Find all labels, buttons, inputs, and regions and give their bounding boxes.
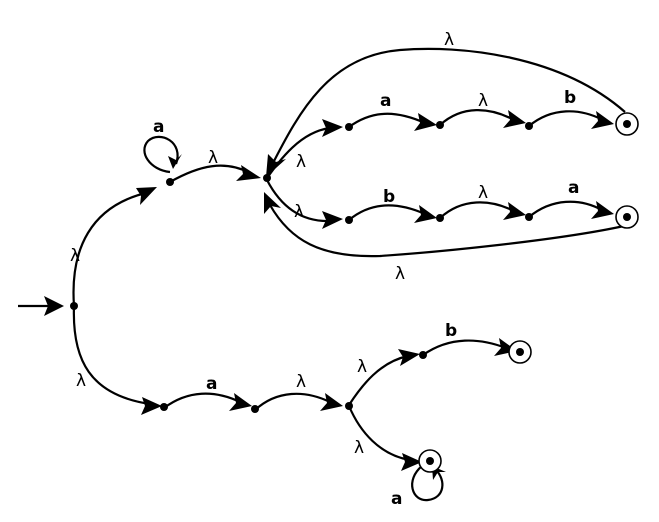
arrowhead — [401, 453, 422, 471]
edge-q13-q14 — [348, 354, 409, 406]
label-q1-loop: a — [153, 117, 164, 137]
edge-q4-q5 — [439, 109, 515, 126]
label-q4-q5: λ — [478, 91, 488, 111]
arrowhead — [398, 349, 420, 366]
edge-q0-q1 — [72, 190, 151, 307]
label-q1-q2: λ — [208, 148, 218, 168]
edge-q8-q9 — [439, 201, 515, 219]
arrowhead — [591, 111, 614, 129]
edge-q10-q2 — [269, 204, 625, 258]
state-q14 — [419, 351, 427, 359]
edge-q9-q10 — [528, 200, 603, 218]
state-q10-accepting — [615, 205, 639, 229]
label-q13-q16: λ — [354, 438, 364, 458]
arrowhead — [136, 187, 157, 205]
label-q12-q13: λ — [296, 372, 306, 392]
state-q15-accepting — [508, 340, 532, 364]
arrowhead — [414, 205, 437, 223]
label-q0-q11: λ — [76, 371, 86, 391]
self-loop-q1 — [143, 135, 179, 174]
state-q5 — [525, 122, 533, 130]
label-q2-q7: λ — [294, 202, 304, 222]
state-q3 — [345, 123, 353, 131]
state-q6-accepting — [615, 112, 639, 136]
arrowhead — [168, 154, 182, 169]
state-q2 — [263, 174, 271, 182]
label-q8-q9: λ — [478, 183, 488, 203]
edge-q14-q15 — [422, 339, 507, 356]
state-q12 — [251, 405, 259, 413]
arrowhead — [320, 393, 343, 411]
label-q5-q6: b — [564, 88, 576, 108]
state-q4 — [436, 121, 444, 129]
edge-q6-q2 — [271, 47, 626, 166]
arrowhead — [44, 296, 64, 316]
arrowhead — [322, 119, 343, 137]
label-q6-q2: λ — [444, 30, 454, 50]
arrowhead — [236, 165, 261, 181]
edge-q12-q13 — [254, 392, 331, 411]
label-q9-q10: a — [568, 178, 579, 198]
label-q2-q3: λ — [296, 152, 306, 172]
state-q7 — [345, 216, 353, 224]
label-q11-q12: a — [206, 374, 217, 394]
state-q13 — [345, 402, 353, 410]
label-q16-loop: a — [391, 489, 402, 509]
label-q0-q1: λ — [70, 246, 80, 266]
arrowhead — [591, 201, 614, 219]
arrowhead — [503, 110, 526, 128]
state-q1 — [166, 178, 174, 186]
edge-q0-q11 — [72, 305, 151, 406]
edge-q7-q8 — [348, 204, 426, 221]
arrowhead — [503, 202, 526, 220]
edge-q11-q12 — [163, 392, 241, 409]
arrowhead — [264, 192, 281, 214]
label-q10-q2: λ — [395, 264, 405, 284]
state-q9 — [525, 213, 533, 221]
edge-q13-q16 — [347, 405, 411, 462]
arrowhead — [141, 397, 162, 415]
state-q8 — [436, 214, 444, 222]
arrowhead — [266, 154, 286, 177]
arrowhead — [229, 393, 252, 411]
state-q16-accepting — [418, 449, 442, 473]
arrowhead — [414, 113, 437, 131]
label-q14-q15: b — [445, 321, 457, 341]
edge-q2-q7 — [266, 179, 331, 223]
label-q3-q4: a — [380, 91, 391, 111]
label-q7-q8: b — [383, 187, 395, 207]
edge-q5-q6 — [528, 110, 604, 127]
arrowhead — [322, 211, 343, 229]
state-q0 — [70, 302, 78, 310]
state-q11 — [160, 403, 168, 411]
label-q13-q14: λ — [357, 357, 367, 377]
edge-q3-q4 — [348, 112, 426, 128]
self-loop-q16 — [411, 465, 444, 502]
